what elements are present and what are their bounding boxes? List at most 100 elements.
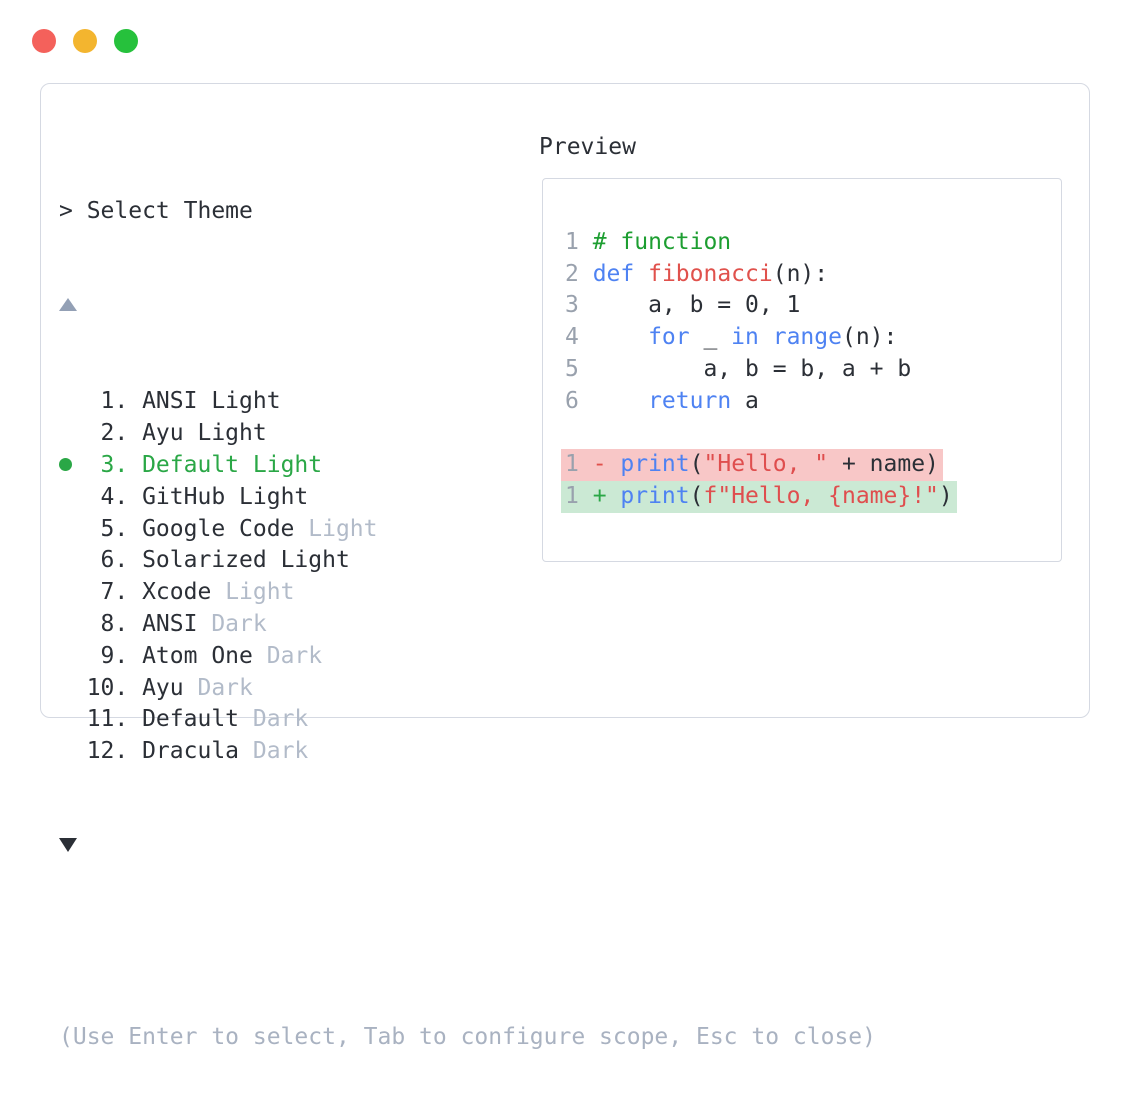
code-token: _ (689, 324, 732, 351)
theme-item-number: 4 (100, 483, 115, 510)
theme-item-name: Google Code (142, 515, 295, 542)
line-number: 2 (565, 260, 579, 287)
line-number: 5 (565, 355, 579, 382)
code-token: print (620, 483, 690, 510)
line-number: 1 (565, 451, 579, 478)
theme-item-number: 8 (100, 610, 115, 637)
code-token: (n): (772, 260, 829, 287)
theme-item-solarized-light[interactable]: 6. Solarized Light (59, 545, 876, 577)
theme-item-variant: Light (197, 420, 267, 447)
theme-item-ansi-dark[interactable]: 8. ANSI Dark (59, 609, 876, 641)
line-number: 1 (565, 228, 579, 255)
theme-item-name: Default (142, 706, 240, 733)
code-token: print (620, 451, 690, 478)
theme-item-number: 9 (100, 642, 115, 669)
spacer-row (59, 927, 876, 959)
code-token: a, b = 0, 1 (592, 292, 801, 319)
theme-item-variant: Light (252, 451, 323, 478)
scroll-down-icon[interactable] (59, 837, 77, 852)
theme-item-xcode-light[interactable]: 7. Xcode Light (59, 577, 876, 609)
code-token: f"Hello, {name}!" (703, 483, 939, 510)
select-theme-prompt: > Select Theme (59, 196, 876, 228)
code-token (593, 324, 648, 350)
theme-item-ansi-light[interactable]: 1. ANSI Light (59, 386, 876, 418)
code-token: ( (689, 451, 704, 478)
line-number: 3 (565, 292, 579, 319)
code-line (565, 418, 1061, 450)
theme-item-variant: Light (280, 547, 350, 574)
theme-item-default-dark[interactable]: 11. Default Dark (59, 704, 876, 736)
scroll-up-icon[interactable] (59, 297, 77, 311)
theme-item-variant: Light (225, 579, 295, 606)
theme-item-name: ANSI (142, 388, 198, 415)
code-token: "Hello, " (703, 451, 829, 478)
prompt-text: > Select Theme (59, 197, 253, 224)
theme-item-name: GitHub (142, 483, 226, 510)
code-token: range (772, 324, 842, 351)
code-line: 3 a, b = 0, 1 (565, 290, 1061, 322)
theme-item-name: Ayu (142, 674, 184, 701)
code-line: 5 a, b = b, a + b (565, 354, 1061, 386)
theme-item-variant: Dark (197, 674, 253, 701)
theme-item-number: 7 (100, 579, 115, 606)
code-token: fibonacci (648, 260, 773, 287)
code-line: 6 return a (565, 386, 1061, 418)
theme-item-name: Ayu (142, 420, 184, 447)
theme-item-name: Solarized (142, 547, 267, 574)
code-line-added: 1+ print(f"Hello, {name}!") (561, 481, 1061, 513)
window-controls (32, 29, 138, 53)
theme-item-variant: Light (239, 483, 309, 510)
code-token: for (648, 324, 690, 351)
theme-item-dracula-dark[interactable]: 12. Dracula Dark (59, 736, 876, 768)
code-token: + name) (828, 451, 939, 478)
code-token: a (731, 387, 759, 414)
theme-item-number: 2 (100, 420, 115, 447)
code-token: ) (938, 483, 953, 510)
code-line-removed: 1- print("Hello, " + name) (561, 449, 1061, 482)
line-number: 4 (565, 324, 579, 351)
code-token: ( (689, 483, 704, 510)
theme-item-name: Xcode (142, 579, 212, 606)
maximize-window-button[interactable] (114, 29, 138, 53)
theme-item-default-light[interactable]: 3. Default Light (59, 450, 876, 482)
line-number: 1 (565, 483, 579, 510)
scroll-up-row (59, 291, 876, 323)
code-token (634, 261, 648, 287)
theme-item-name: Atom One (142, 642, 253, 669)
theme-item-variant: Dark (266, 642, 323, 669)
theme-item-variant: Dark (211, 610, 267, 637)
preview-title: Preview (539, 134, 636, 160)
theme-item-name: Dracula (142, 738, 240, 765)
code-line: 4 for _ in range(n): (565, 322, 1061, 354)
theme-item-variant: Dark (252, 738, 309, 765)
keyboard-hint: (Use Enter to select, Tab to configure s… (59, 1024, 876, 1051)
line-number: 6 (565, 387, 579, 414)
code-token: in (731, 324, 759, 351)
added-highlight: 1+ print(f"Hello, {name}!") (561, 481, 957, 513)
code-token: - (592, 451, 621, 478)
code-line: 1# function (565, 227, 1061, 259)
theme-item-variant: Dark (252, 706, 309, 733)
theme-item-number: 3 (100, 451, 115, 478)
theme-item-atom-one-dark[interactable]: 9. Atom One Dark (59, 641, 876, 673)
theme-item-google-code-light[interactable]: 5. Google Code Light (59, 514, 876, 546)
theme-item-number: 11 (86, 706, 115, 733)
theme-item-github-light[interactable]: 4. GitHub Light (59, 482, 876, 514)
minimize-window-button[interactable] (73, 29, 97, 53)
close-window-button[interactable] (32, 29, 56, 53)
scroll-down-row (59, 832, 876, 864)
code-token (759, 324, 773, 350)
selected-dot-icon (59, 457, 72, 471)
theme-item-name: ANSI (142, 610, 198, 637)
theme-item-ayu-dark[interactable]: 10. Ayu Dark (59, 673, 876, 705)
theme-item-ayu-light[interactable]: 2. Ayu Light (59, 418, 876, 450)
code-token: (n): (841, 324, 898, 351)
theme-item-name: Default (142, 451, 240, 478)
theme-item-number: 6 (100, 547, 115, 574)
theme-item-variant: Light (211, 388, 281, 415)
theme-item-number: 5 (100, 515, 115, 542)
